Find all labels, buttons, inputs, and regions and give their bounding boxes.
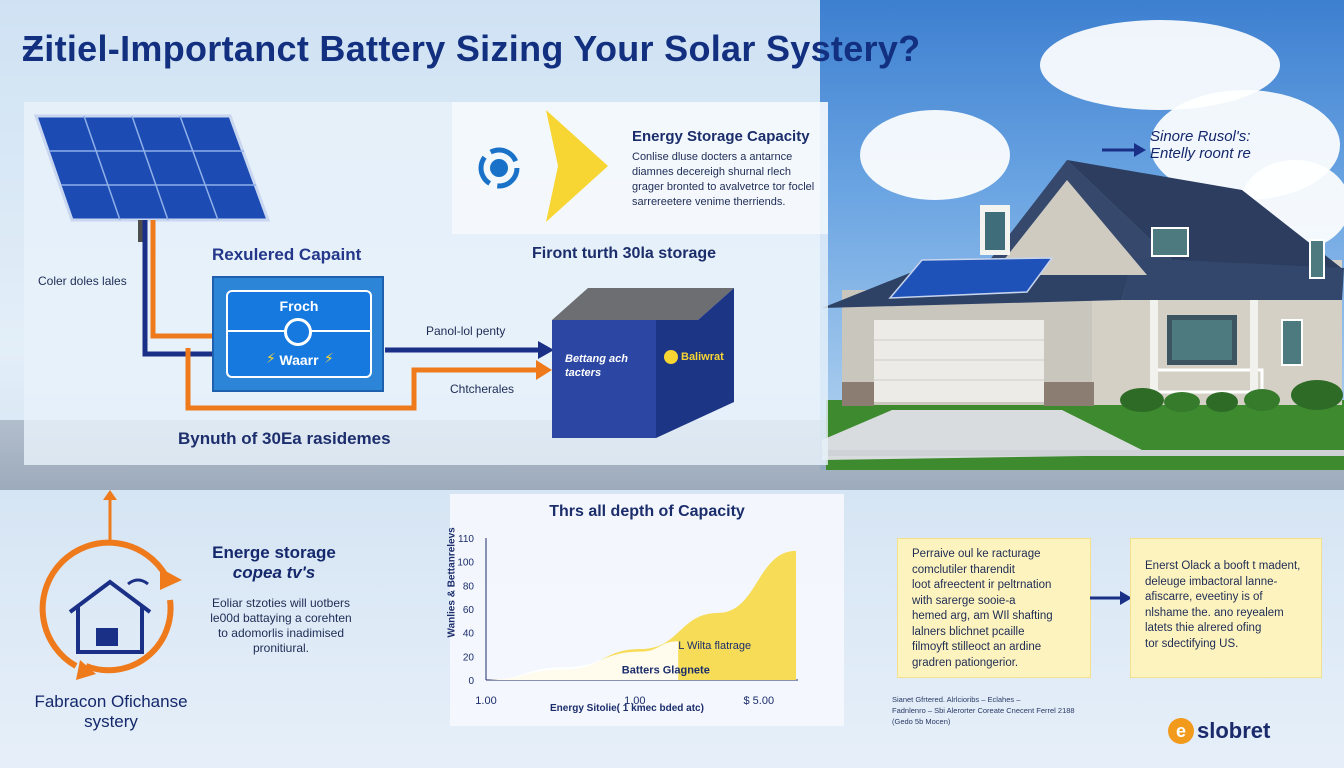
chart-xlabel: Energy Sitolie( 1 kmec bded atc) <box>550 703 704 714</box>
bottom-left-heading-line: Energe storage <box>212 543 336 562</box>
side-label: Coler doles lales <box>38 274 127 288</box>
area-series <box>486 641 679 680</box>
x-tick-label: 1.00 <box>475 695 496 707</box>
arrow-right-icon <box>1102 143 1146 157</box>
x-tick-label: $ 5.00 <box>744 695 775 707</box>
storage-line: sarrereetere venime therriends. <box>632 196 786 208</box>
house-cycle-icon <box>39 490 182 680</box>
power-icon <box>284 318 312 346</box>
inverter-top-label: Froch <box>279 298 319 314</box>
cloud <box>860 110 1010 200</box>
info-card-1: Perraive oul ke racturage comclutiler th… <box>897 538 1091 678</box>
card-line: hemed arg, am WIl shafting <box>912 610 1053 622</box>
description-line: le00d battaying a corehten <box>210 611 352 625</box>
house-callout: Sinore Rusol's: Entelly roont re <box>1150 128 1251 162</box>
bottom-left-heading-line: copea tv's <box>232 563 316 582</box>
battery-badge: Baliwrat <box>664 350 724 364</box>
storage-heading: Energy Storage Capacity <box>632 128 810 145</box>
y-tick-label: 40 <box>463 629 475 640</box>
page-title: Ƶitiel-Importanct Battery Sizing Your So… <box>22 28 921 69</box>
left-caption: Bynuth of 30Ea rasidemes <box>178 429 391 448</box>
bottom-left-heading: Energe storage copea tv's <box>188 543 360 583</box>
brand-mark-icon: e <box>1168 718 1194 744</box>
house-callout-line: Entelly roont re <box>1150 145 1251 162</box>
bottom-left-caption: Fabracon Ofichanse systery <box>14 692 208 732</box>
storage-line: diamnes decereigh shurnal rlech <box>632 166 791 178</box>
credits-line: (Gedo 5b Mocen) <box>892 717 951 726</box>
battery-label: Bettang ach tacters <box>565 353 628 379</box>
card-line: comclutiler tharendit <box>912 563 1015 576</box>
info-card-2: Enerst Olack a booft t madent, deleuge i… <box>1130 538 1322 678</box>
credits-line: Sianet Gfrtered. Alrlcioribs – Eclahes – <box>892 695 1021 704</box>
chart-title: Thrs all depth of Capacity <box>549 503 745 520</box>
y-tick-label: 60 <box>463 605 475 616</box>
bottom-left-description: Eoliar stzoties will uotbers le00d batta… <box>186 596 376 656</box>
flow-label-bottom: Chtcherales <box>450 382 515 396</box>
inverter-screen: Froch Waarr ⚡ ⚡ <box>226 290 372 378</box>
description-line: pronitiural. <box>252 641 310 655</box>
inverter-box: Froch Waarr ⚡ ⚡ <box>212 276 384 392</box>
caption-line: Fabracon Ofichanse <box>34 692 188 711</box>
x-tick-label: 1.00 <box>624 695 645 707</box>
card-line: deleuge imbactoral lanne- <box>1145 575 1278 588</box>
card-line: with sarerge sooie-a <box>912 594 1016 607</box>
panel-title: Rexulered Capaint <box>212 245 362 264</box>
bolt-arrow-icon <box>546 110 608 227</box>
card-line: latets thie alrered ofing <box>1145 622 1262 634</box>
caption-line: systery <box>84 712 138 731</box>
storage-description: Conlise dluse docters a antarnce diamnes… <box>632 150 822 210</box>
card-line: Perraive oul ke racturage <box>912 548 1041 560</box>
brand-logo: e slobret <box>1168 718 1270 744</box>
y-tick-label: 100 <box>457 558 474 569</box>
card-line: tor sdectifying US. <box>1145 637 1239 650</box>
house-illustration <box>822 160 1344 460</box>
lightning-icon: ⚡ <box>324 350 334 366</box>
y-tick-label: 110 <box>458 534 474 545</box>
y-tick-label: 20 <box>463 652 475 663</box>
card-line: lalners blichnet pcaille <box>912 625 1025 638</box>
flow-label-top: Panol-lol penty <box>426 324 506 338</box>
info-card-2-text: Enerst Olack a booft t madent, deleuge i… <box>1131 539 1321 672</box>
storage-line: Conlise dluse docters a antarnce <box>632 151 793 163</box>
brand-name: slobret <box>1197 718 1271 743</box>
inverter-bottom-label: Waarr <box>279 352 319 368</box>
series-label: L Wilta flatrage <box>678 640 751 652</box>
badge-icon <box>664 350 678 364</box>
storage-subheading: Firont turth 30la storage <box>532 245 717 262</box>
info-card-1-text: Perraive oul ke racturage comclutiler th… <box>898 539 1090 679</box>
card-line: Enerst Olack a booft t madent, <box>1145 560 1301 572</box>
card-line: filmoyft stilleoct an ardine <box>912 641 1042 653</box>
area-series <box>486 550 796 680</box>
house-callout-line: Sinore Rusol's: <box>1150 128 1251 145</box>
credits: Sianet Gfrtered. Alrlcioribs – Eclahes –… <box>892 694 1075 727</box>
credits-line: Fadnlenro – Sbi Alerorter Coreate Cnecen… <box>892 706 1075 715</box>
series-label: Batters Glagnete <box>622 665 710 677</box>
card-line: loot afreectent ir peltrnation <box>912 579 1052 591</box>
description-line: Eoliar stzoties will uotbers <box>211 596 351 610</box>
arrow-right-icon <box>1090 591 1132 605</box>
card-line: nlshame the. ano reyealem <box>1145 606 1284 619</box>
recycle-icon <box>474 143 524 193</box>
battery-illustration <box>552 288 734 438</box>
storage-line: grager bronted to avalvetrce tor foclel <box>632 181 815 193</box>
y-tick-label: 0 <box>468 676 474 687</box>
card-line: afiscarre, eveetiny is of <box>1145 591 1263 603</box>
card-line: gradren pationgerior. <box>912 656 1019 669</box>
badge-label: Baliwrat <box>681 351 724 363</box>
description-line: to adomorlis inadimised <box>217 626 345 640</box>
lightning-icon: ⚡ <box>266 350 276 366</box>
y-tick-label: 80 <box>463 581 475 592</box>
